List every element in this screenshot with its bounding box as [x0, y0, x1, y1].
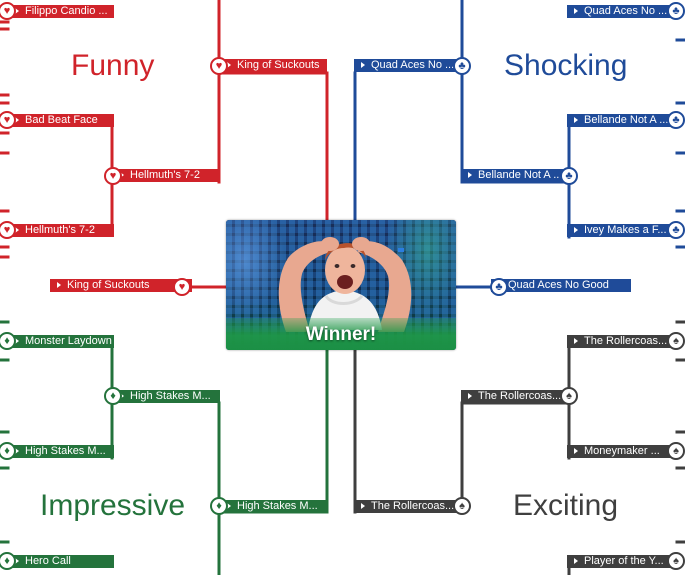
match-box-monster-laydown[interactable]: Monster Laydown — [8, 335, 114, 348]
match-label: Hellmuth's 7-2 — [25, 224, 95, 236]
club-suit-icon: ♣ — [667, 111, 685, 129]
play-triangle-icon — [15, 227, 19, 233]
play-triangle-icon — [15, 558, 19, 564]
match-label: King of Suckouts — [237, 59, 320, 71]
category-title-shocking: Shocking — [504, 49, 628, 82]
match-box-bad-beat-face[interactable]: Bad Beat Face — [8, 114, 114, 127]
category-title-funny: Funny — [71, 49, 155, 82]
match-box-high-stakes-round3[interactable]: High Stakes M... — [220, 500, 327, 513]
spade-suit-icon: ♠ — [560, 387, 578, 405]
play-triangle-icon — [574, 338, 578, 344]
match-label: Bellande Not A ... — [478, 169, 563, 181]
match-box-quad-aces-final[interactable]: Quad Aces No Good — [491, 279, 631, 292]
match-box-ivey-makes-a[interactable]: Ivey Makes a F... — [567, 224, 677, 237]
match-box-filippo-candio[interactable]: Filippo Candio ... — [8, 5, 114, 18]
diamond-suit-icon: ♦ — [0, 332, 16, 350]
play-triangle-icon — [15, 117, 19, 123]
play-triangle-icon — [574, 448, 578, 454]
match-label: The Rollercoas... — [478, 390, 562, 402]
heart-suit-icon: ♥ — [0, 221, 16, 239]
match-label: Player of the Y... — [584, 555, 664, 567]
club-suit-icon: ♣ — [560, 167, 578, 185]
match-box-hellmuths-7-2-round2[interactable]: Hellmuth's 7-2 — [113, 169, 220, 182]
winner-video-thumbnail[interactable]: Winner! — [226, 220, 456, 350]
match-label: Bad Beat Face — [25, 114, 98, 126]
play-triangle-icon — [574, 8, 578, 14]
play-triangle-icon — [227, 62, 231, 68]
match-label: Filippo Candio ... — [25, 5, 108, 17]
category-title-impressive: Impressive — [40, 489, 186, 522]
category-title-exciting: Exciting — [513, 489, 619, 522]
match-label: The Rollercoas... — [371, 500, 455, 512]
diamond-suit-icon: ♦ — [0, 552, 16, 570]
match-box-player-of-the-year[interactable]: Player of the Y... — [567, 555, 677, 568]
match-box-high-stakes-round2[interactable]: High Stakes M... — [113, 390, 220, 403]
match-label: High Stakes M... — [25, 445, 106, 457]
match-box-rollercoaster-round3[interactable]: The Rollercoas... — [354, 500, 462, 513]
spade-suit-icon: ♠ — [667, 442, 685, 460]
heart-suit-icon: ♥ — [210, 57, 228, 75]
spade-suit-icon: ♠ — [453, 497, 471, 515]
match-box-king-of-suckouts-round2[interactable]: King of Suckouts — [220, 59, 327, 72]
match-box-king-of-suckouts-final[interactable]: King of Suckouts — [50, 279, 192, 292]
match-box-quad-aces-round2[interactable]: Quad Aces No ... — [354, 59, 462, 72]
match-box-bellande-round2[interactable]: Bellande Not A ... — [461, 169, 569, 182]
match-label: Quad Aces No Good — [508, 279, 609, 291]
play-triangle-icon — [15, 448, 19, 454]
match-box-hero-call[interactable]: Hero Call — [8, 555, 114, 568]
match-box-hellmuths-7-2[interactable]: Hellmuth's 7-2 — [8, 224, 114, 237]
club-suit-icon: ♣ — [453, 57, 471, 75]
spade-suit-icon: ♠ — [667, 552, 685, 570]
match-label: Hellmuth's 7-2 — [130, 169, 200, 181]
diamond-suit-icon: ♦ — [210, 497, 228, 515]
play-triangle-icon — [468, 393, 472, 399]
match-box-high-stakes-r1[interactable]: High Stakes M... — [8, 445, 114, 458]
heart-suit-icon: ♥ — [0, 2, 16, 20]
match-label: Bellande Not A ... — [584, 114, 669, 126]
spade-suit-icon: ♠ — [667, 332, 685, 350]
play-triangle-icon — [468, 172, 472, 178]
match-box-quad-aces-r1[interactable]: Quad Aces No ... — [567, 5, 677, 18]
heart-suit-icon: ♥ — [173, 278, 191, 296]
match-box-moneymaker[interactable]: Moneymaker ... — [567, 445, 677, 458]
match-label: The Rollercoas... — [584, 335, 668, 347]
match-label: High Stakes M... — [130, 390, 211, 402]
match-box-rollercoaster-r1[interactable]: The Rollercoas... — [567, 335, 677, 348]
match-label: High Stakes M... — [237, 500, 318, 512]
match-label: Quad Aces No ... — [371, 59, 455, 71]
play-triangle-icon — [361, 503, 365, 509]
match-label: Quad Aces No ... — [584, 5, 668, 17]
winner-label: Winner! — [305, 324, 377, 345]
heart-suit-icon: ♥ — [104, 167, 122, 185]
diamond-suit-icon: ♦ — [0, 442, 16, 460]
club-suit-icon: ♣ — [667, 2, 685, 20]
heart-suit-icon: ♥ — [0, 111, 16, 129]
play-triangle-icon — [15, 8, 19, 14]
match-label: Moneymaker ... — [584, 445, 660, 457]
play-triangle-icon — [574, 227, 578, 233]
match-label: Ivey Makes a F... — [584, 224, 667, 236]
play-triangle-icon — [574, 117, 578, 123]
match-label: Monster Laydown — [25, 335, 112, 347]
play-triangle-icon — [120, 172, 124, 178]
play-triangle-icon — [57, 282, 61, 288]
club-suit-icon: ♣ — [490, 278, 508, 296]
diamond-suit-icon: ♦ — [104, 387, 122, 405]
winner-banner — [226, 318, 456, 350]
play-triangle-icon — [120, 393, 124, 399]
play-triangle-icon — [574, 558, 578, 564]
play-triangle-icon — [15, 338, 19, 344]
match-box-bellande-r1[interactable]: Bellande Not A ... — [567, 114, 677, 127]
thumbnail-light-left — [226, 220, 286, 320]
celebrating-player-image — [278, 237, 412, 332]
match-box-rollercoaster-round2[interactable]: The Rollercoas... — [461, 390, 569, 403]
club-suit-icon: ♣ — [667, 221, 685, 239]
play-triangle-icon — [227, 503, 231, 509]
match-label: Hero Call — [25, 555, 71, 567]
play-triangle-icon — [361, 62, 365, 68]
